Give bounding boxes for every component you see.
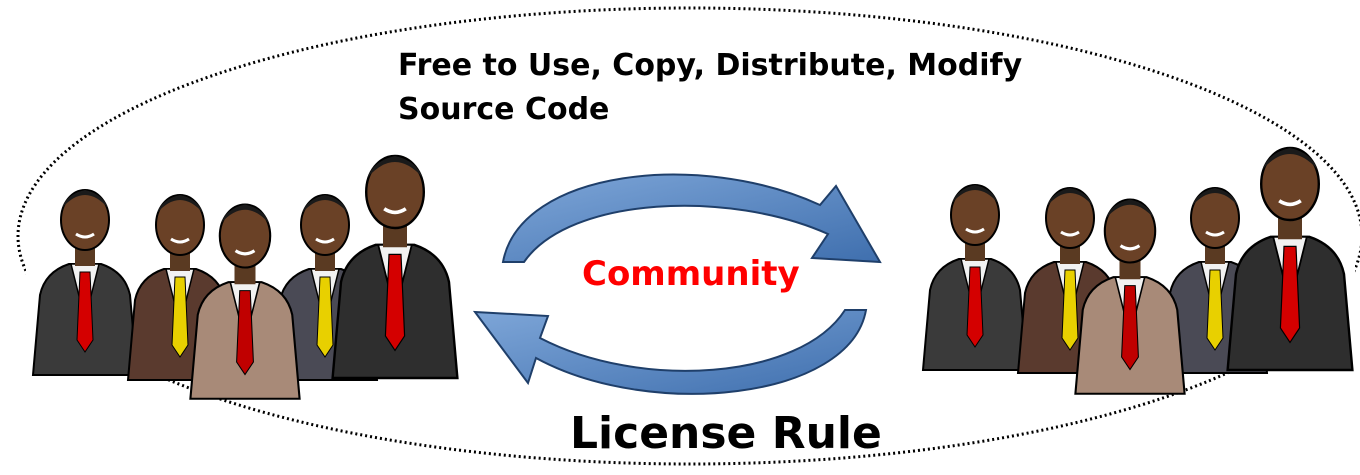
- community-label: Community: [582, 254, 800, 294]
- cycle-arrow-bottom: [472, 309, 868, 395]
- license-rule-label: License Rule: [570, 408, 882, 459]
- right-group-of-people: [910, 146, 1355, 396]
- cycle-arrow-top: [501, 173, 882, 264]
- top-text-line1: Free to Use, Copy, Distribute, Modify: [398, 48, 1023, 83]
- top-text-line2: Source Code: [398, 92, 610, 127]
- left-group-of-people: [26, 154, 481, 401]
- community-boundary-ellipse: [16, 6, 1360, 466]
